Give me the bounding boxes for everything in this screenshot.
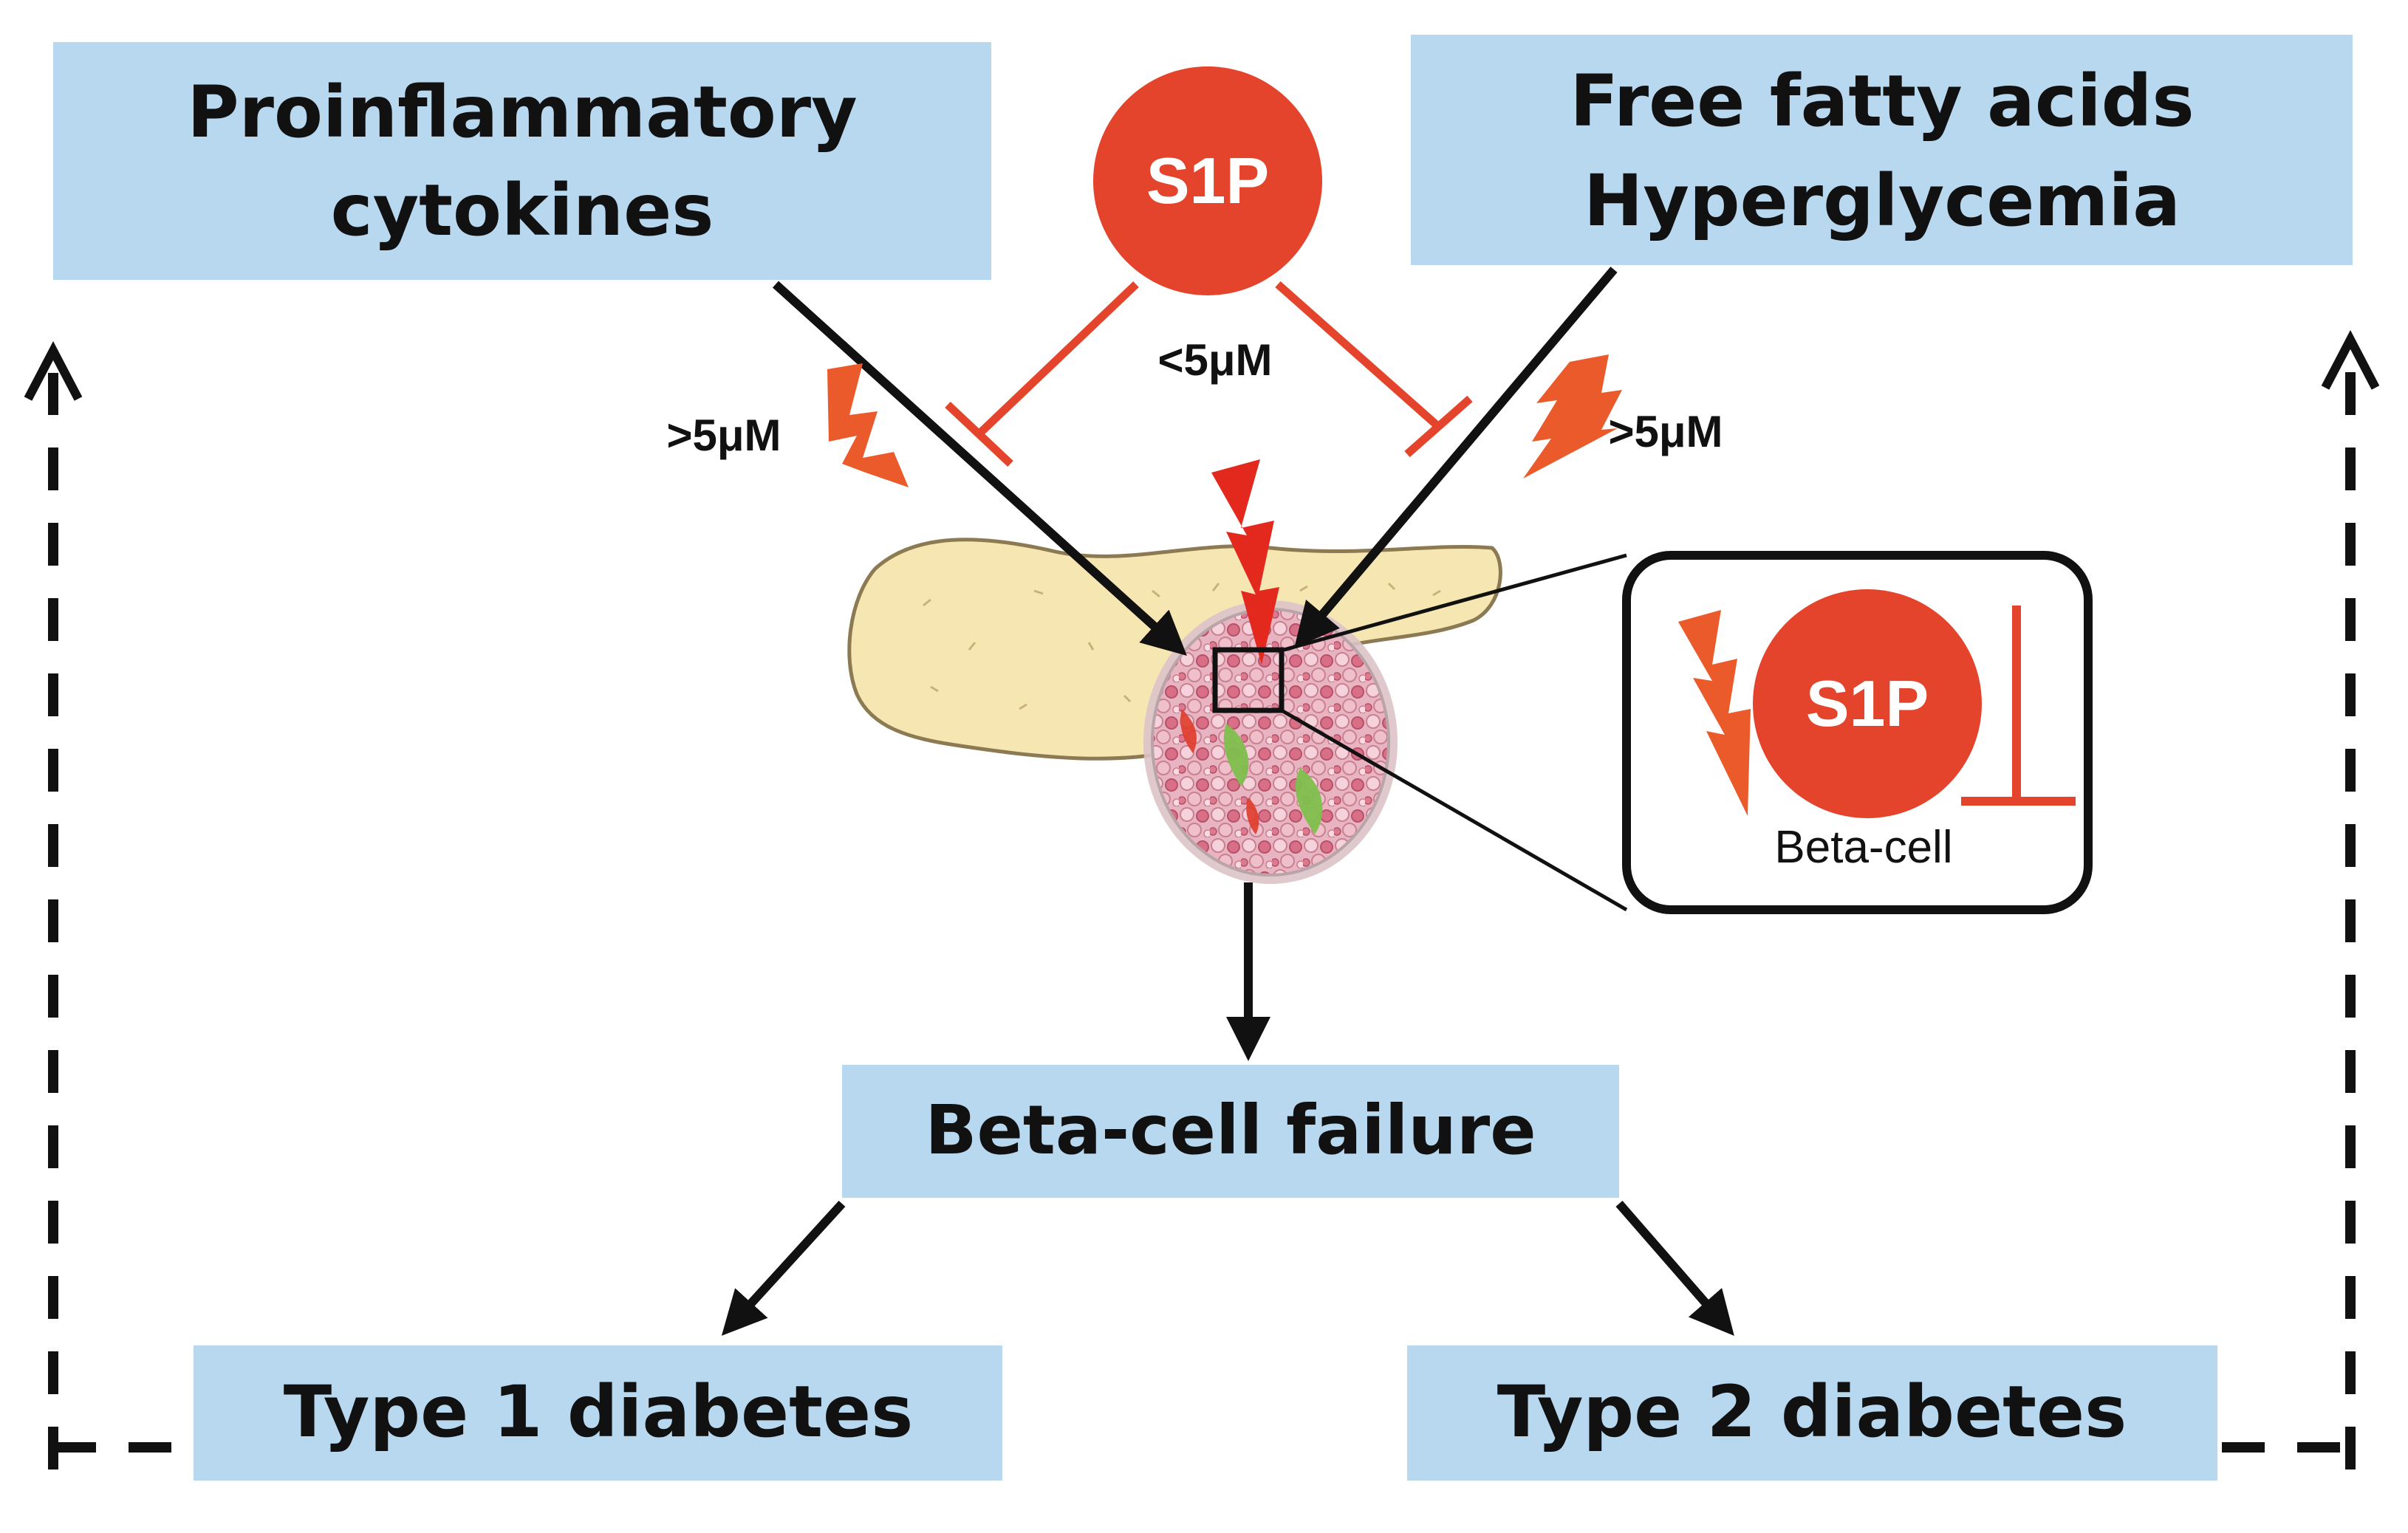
beta-cell-inset: S1P Beta-cell (1622, 551, 2093, 914)
s1p-label: S1P (1146, 144, 1269, 217)
inset-s1p-label: S1P (1806, 667, 1929, 740)
lightning-bolt-icon (827, 363, 909, 487)
box-ffa (1411, 35, 2353, 265)
inhibition-tbar-icon (945, 281, 1473, 467)
box-ffa-line1: Free fatty acids (1570, 60, 2194, 143)
conc-label-high-right: >5μM (1608, 407, 1723, 456)
box-type2-diabetes (1407, 1345, 2217, 1481)
box-type1-diabetes (194, 1345, 1002, 1481)
islet-zoom-box (1212, 647, 1285, 713)
box-cytokines (53, 42, 991, 280)
box-beta-cell-failure (842, 1065, 1619, 1198)
arrow-failure-to-t2d (1615, 1201, 1734, 1337)
conc-label-high-left: >5μM (666, 411, 781, 460)
arrow-ffa-to-islet (1294, 267, 1618, 648)
box-type1-diabetes-label: Type 1 diabetes (284, 1371, 914, 1453)
box-cytokines-line1: Proinflammatory (187, 71, 857, 154)
inset-s1p-circle (1753, 589, 1982, 818)
inset-caption: Beta-cell (1774, 822, 1952, 873)
arrow-failure-to-t1d (721, 1200, 846, 1336)
box-beta-cell-failure-label: Beta-cell failure (925, 1091, 1536, 1170)
box-type2-diabetes-label: Type 2 diabetes (1497, 1371, 2127, 1453)
zoom-line-bottom (1280, 708, 1628, 912)
inhibition-tbar-icon (1961, 606, 2076, 806)
arrow-cytokines-to-islet (772, 281, 1187, 656)
lightning-bolt-icon (1678, 610, 1751, 816)
s1p-circle (1093, 66, 1322, 295)
lightning-bolt-icon (1523, 354, 1622, 479)
feedback-loop-left (24, 341, 194, 1469)
box-cytokines-line2: cytokines (331, 169, 714, 252)
conc-label-low: <5μM (1157, 335, 1272, 385)
feedback-loop-right (2222, 330, 2380, 1469)
lightning-bolt-icon (1211, 459, 1279, 665)
pancreatic-islet-illustration (1143, 600, 1398, 884)
box-ffa-line2: Hyperglycemia (1584, 160, 2180, 242)
zoom-line-top (1283, 553, 1627, 652)
